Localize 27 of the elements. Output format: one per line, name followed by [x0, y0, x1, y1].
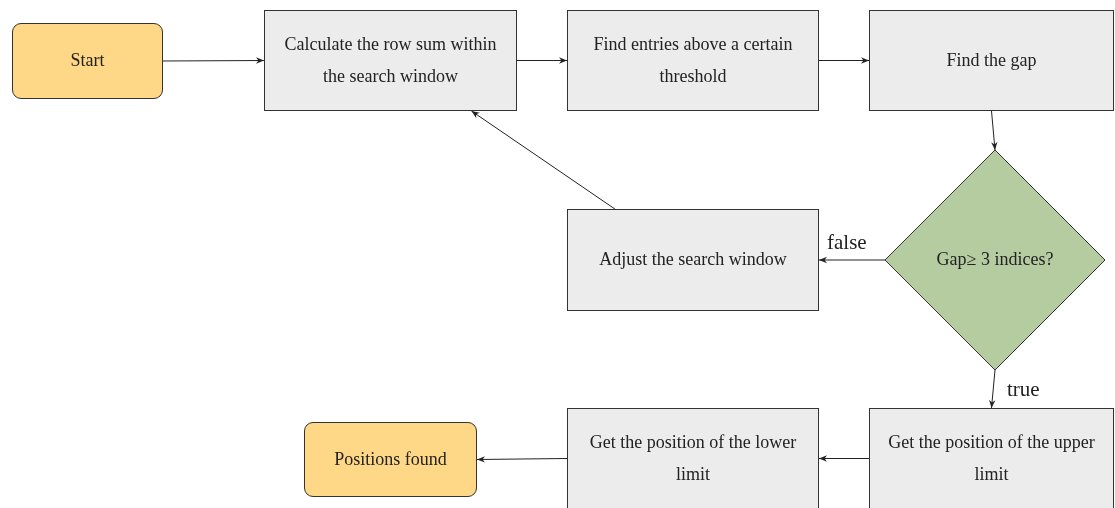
node-label: Adjust the search window: [599, 248, 787, 272]
decision-diamond: [885, 150, 1105, 370]
process-box: [567, 209, 819, 311]
process-box: [567, 10, 819, 111]
arrow: [991, 110, 998, 151]
node-label: Gap≥ 3 indices?: [936, 248, 1054, 272]
arrow: [989, 369, 996, 409]
process-box: [567, 408, 819, 508]
node-label: Get the position of the upper limit: [887, 431, 1096, 486]
arrow: [162, 57, 265, 64]
process-box: [869, 10, 1114, 111]
node-label: Get the position of the lower limit: [588, 431, 798, 486]
process-box: [264, 10, 517, 111]
arrow: [516, 57, 568, 64]
node-label: Find the gap: [946, 48, 1037, 72]
terminal-box: [12, 23, 163, 99]
node-label: Find entries above a certain threshold: [592, 33, 794, 88]
node-label: Start: [70, 49, 105, 73]
process-box: [869, 408, 1114, 508]
arrow: [476, 456, 568, 463]
arrow: [470, 110, 616, 210]
arrow: [818, 455, 870, 462]
node-label: Positions found: [334, 447, 447, 471]
node-label: Calculate the row sum within the search window: [283, 33, 498, 88]
arrow: [818, 57, 870, 64]
arrow: [818, 256, 886, 264]
terminal-box: [304, 422, 477, 497]
